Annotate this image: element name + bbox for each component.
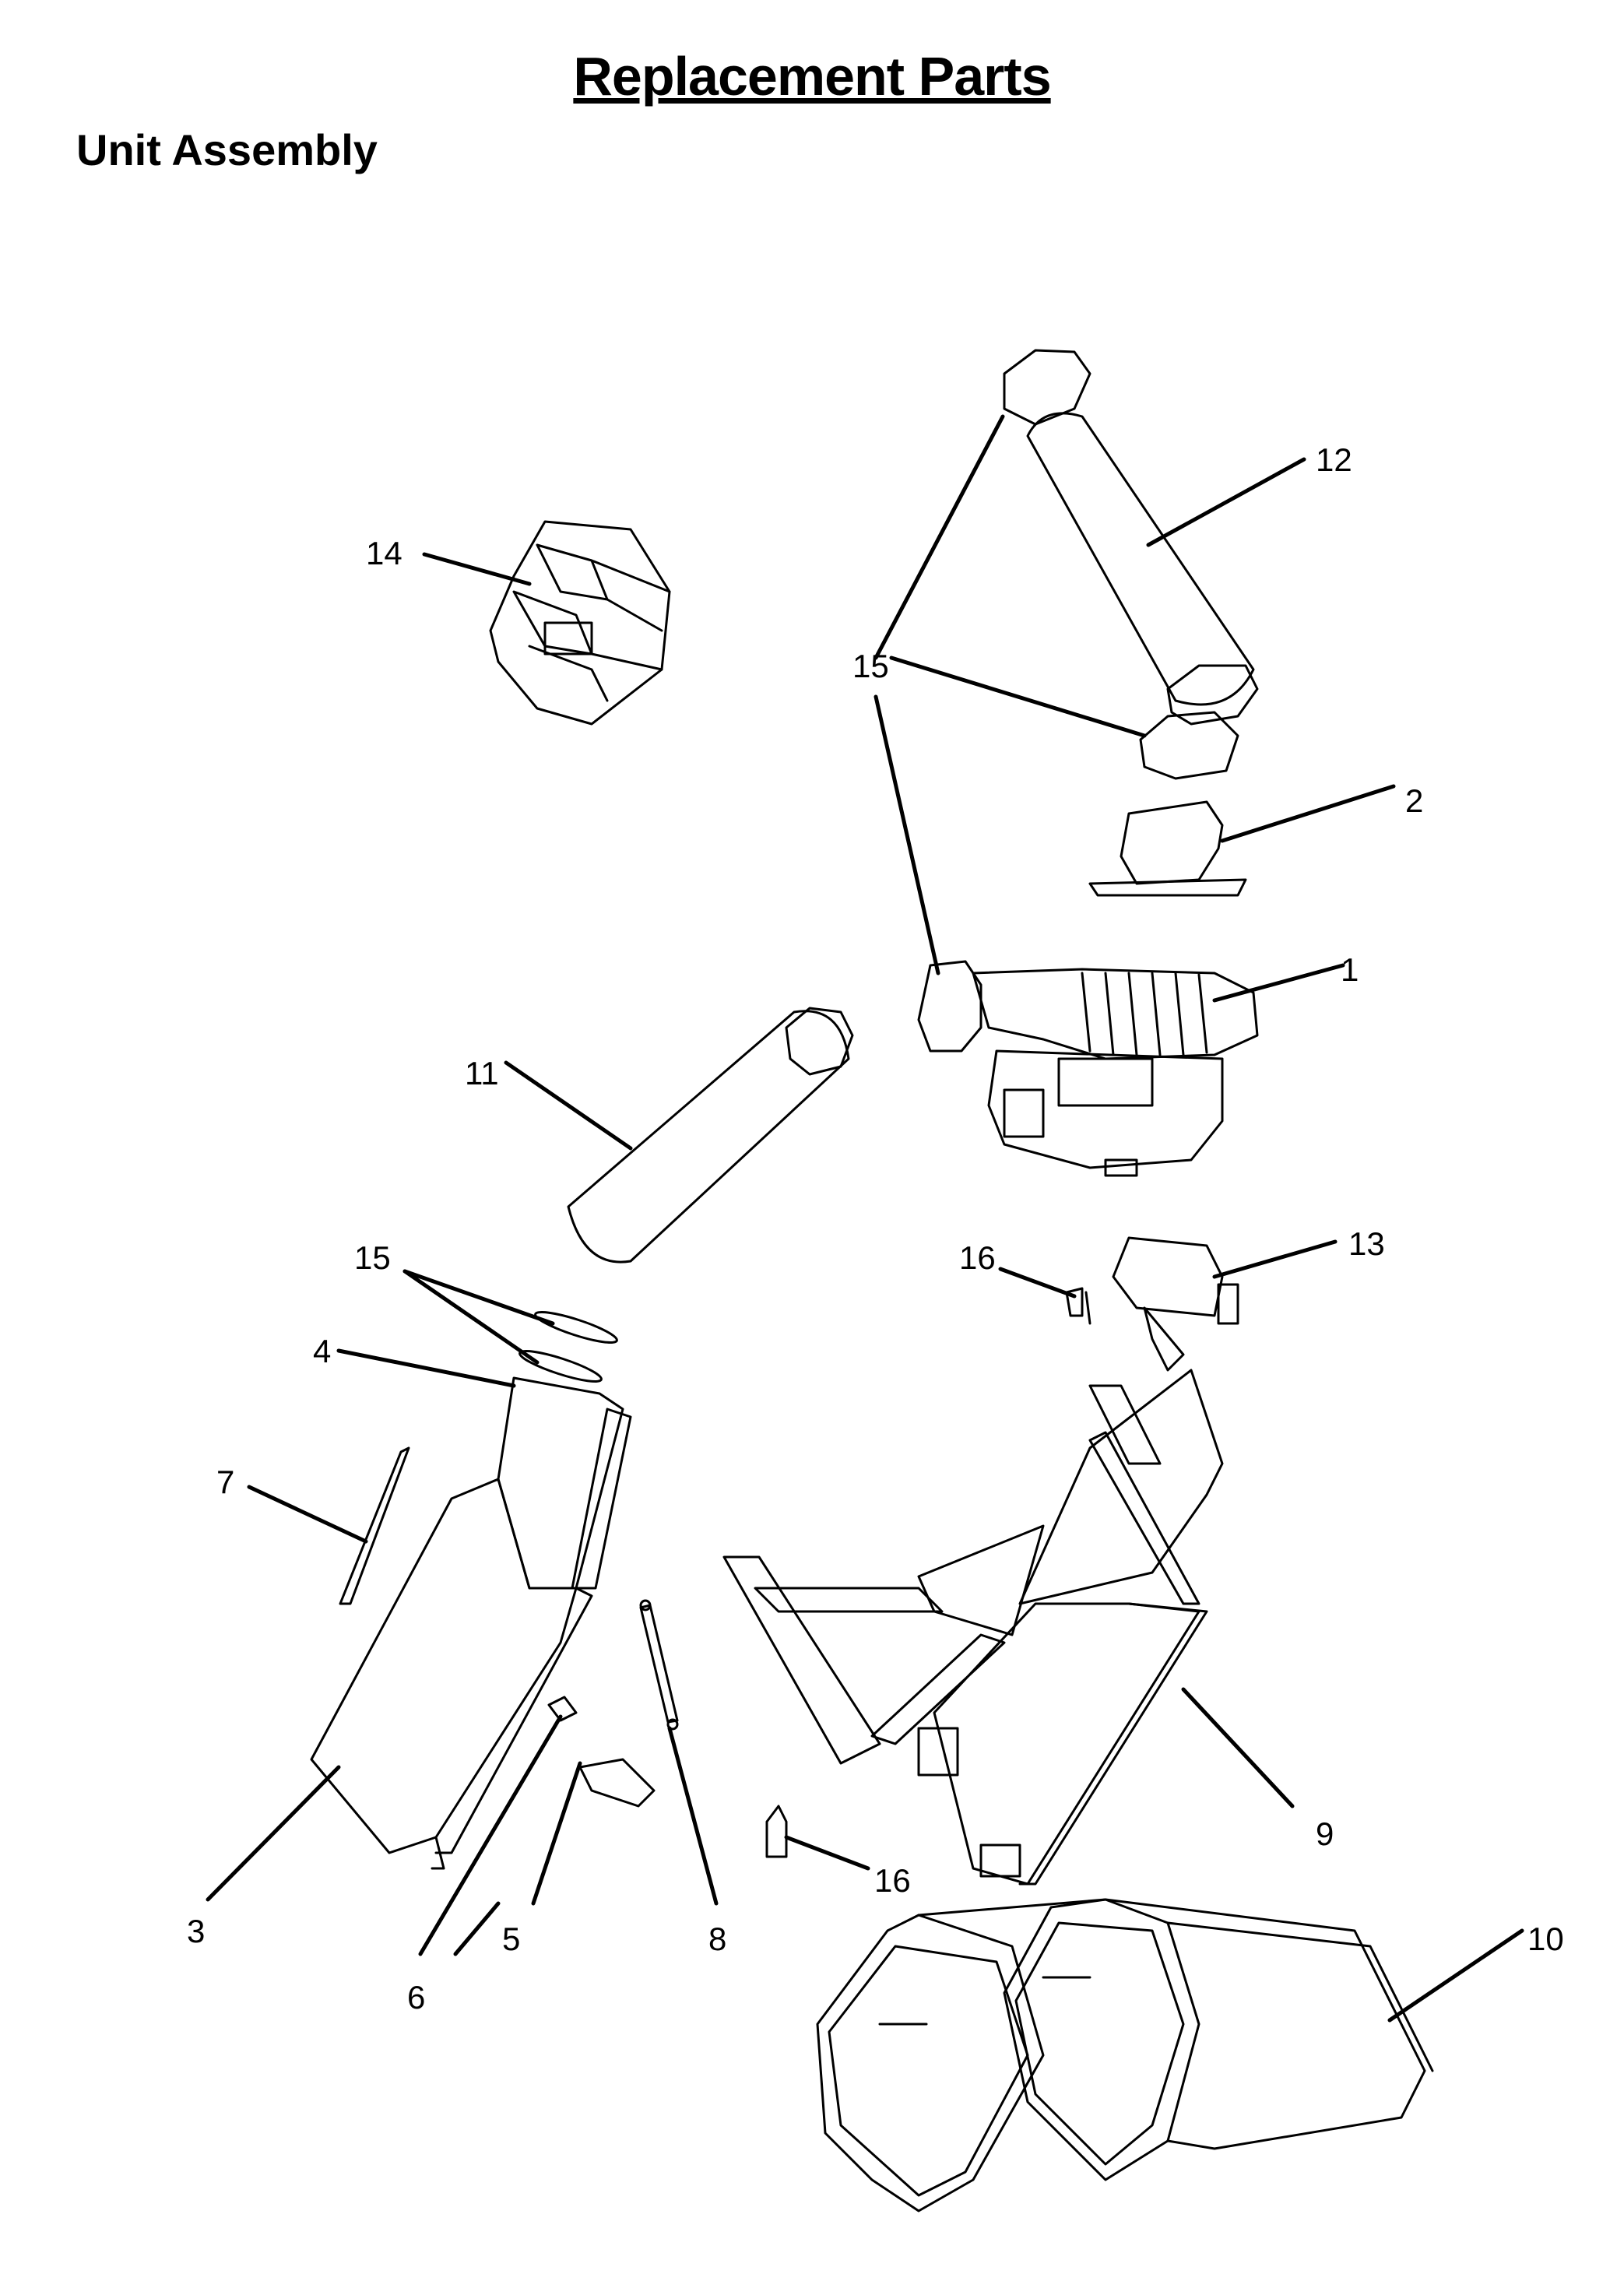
callout-7: 7 bbox=[216, 1464, 234, 1500]
part-10-collection-bins bbox=[816, 1898, 1434, 2212]
part-8-gas-spring bbox=[639, 1599, 679, 1731]
callout-4: 4 bbox=[313, 1333, 331, 1369]
part-11-lower-tube bbox=[567, 1007, 854, 1264]
callout-labels: 12 14 15 2 1 11 13 16 15 4 7 9 16 3 5 8 … bbox=[187, 441, 1564, 2016]
part-7-plate bbox=[339, 1446, 410, 1605]
callout-16-bottom: 16 bbox=[874, 1862, 911, 1899]
callout-5: 5 bbox=[502, 1921, 520, 1957]
part-12-upper-tube bbox=[1003, 349, 1259, 726]
leader-lines bbox=[206, 414, 1524, 2023]
callout-13: 13 bbox=[1348, 1225, 1385, 1262]
part-3-hopper bbox=[310, 1376, 632, 1870]
callout-2: 2 bbox=[1405, 782, 1423, 819]
callout-12: 12 bbox=[1316, 441, 1352, 478]
part-13-bracket bbox=[1112, 1236, 1239, 1372]
callout-1: 1 bbox=[1341, 951, 1359, 988]
callout-9: 9 bbox=[1316, 1815, 1334, 1852]
part-15-ring-upper bbox=[1139, 711, 1239, 780]
callout-11: 11 bbox=[465, 1055, 499, 1091]
part-5-hinge-bracket bbox=[578, 1758, 656, 1808]
callout-15-bottom: 15 bbox=[354, 1239, 391, 1276]
section-subtitle: Unit Assembly bbox=[76, 125, 378, 174]
callout-10: 10 bbox=[1527, 1921, 1564, 1957]
part-16-clip-upper bbox=[1065, 1287, 1091, 1325]
part-2-adapter bbox=[1088, 800, 1247, 897]
part-1-blower-engine bbox=[917, 960, 1259, 1177]
part-14-control-block bbox=[489, 520, 671, 726]
callout-6: 6 bbox=[407, 1979, 425, 2016]
page-title: Replacement Parts bbox=[573, 46, 1051, 107]
part-6-latch bbox=[547, 1696, 578, 1722]
part-16-clip-lower bbox=[765, 1805, 788, 1858]
callout-14: 14 bbox=[366, 535, 402, 571]
callout-8: 8 bbox=[708, 1921, 726, 1957]
callout-15-top: 15 bbox=[852, 648, 889, 684]
callout-16-top: 16 bbox=[959, 1239, 996, 1276]
part-9-frame bbox=[722, 1369, 1224, 1886]
callout-3: 3 bbox=[187, 1913, 205, 1949]
part-15-rings-lower bbox=[518, 1311, 618, 1383]
